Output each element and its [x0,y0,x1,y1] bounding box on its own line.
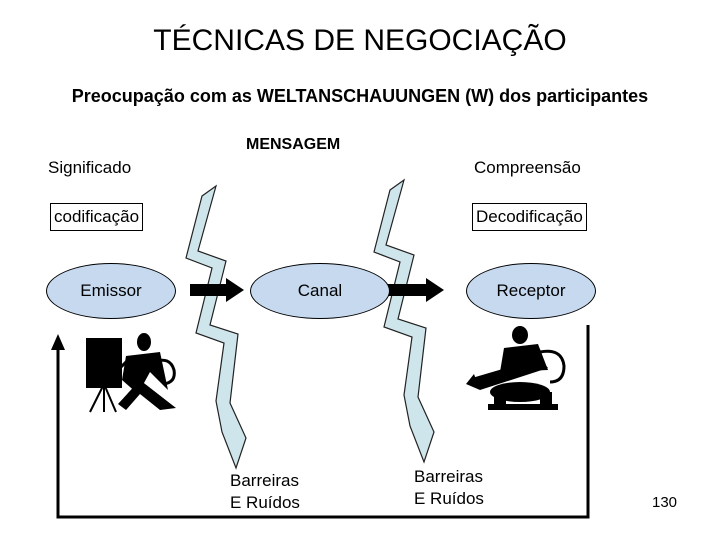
receiver-node: Receptor [466,263,596,319]
lightning-barrier-right-icon [373,178,435,464]
barriers-left-label: Barreiras E Ruídos [230,470,300,514]
barriers-right-label: Barreiras E Ruídos [414,466,484,510]
decoding-box: Decodificação [472,203,587,231]
channel-label: Canal [297,281,343,300]
message-label: MENSAGEM [246,136,341,153]
presenter-figure-icon [86,333,176,413]
arrow-channel-to-receiver-icon [388,278,444,302]
receiver-label: Receptor [496,281,566,300]
sender-node: Emissor [46,263,176,319]
comprehension-label: Compreensão [474,158,581,177]
barriers-right-line2: E Ruídos [414,489,484,508]
feedback-arrowhead-icon [51,334,65,350]
encoding-box: codificação [50,203,144,231]
page-number: 130 [652,494,678,511]
channel-node: Canal [250,263,390,319]
writer-figure-icon [466,326,566,410]
lightning-barrier-left-icon [185,184,247,470]
arrow-sender-to-channel-icon [190,278,244,302]
barriers-right-line1: Barreiras [414,467,483,486]
meaning-label: Significado [48,158,132,177]
feedback-loop [51,325,590,519]
barriers-left-line2: E Ruídos [230,493,300,512]
sender-label: Emissor [80,281,142,300]
barriers-left-line1: Barreiras [230,471,299,490]
page-title: TÉCNICAS DE NEGOCIAÇÃO [153,24,567,57]
page-subtitle: Preocupação com as WELTANSCHAUUNGEN (W) … [71,86,649,106]
